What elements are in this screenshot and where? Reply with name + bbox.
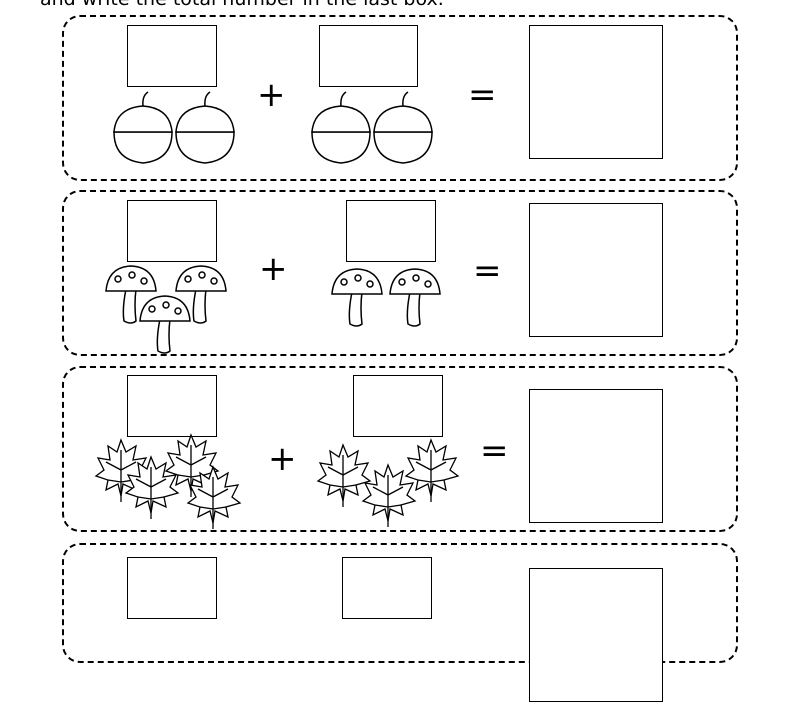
maple-leaf-icon (405, 439, 459, 503)
answer-box-3[interactable] (529, 389, 663, 523)
count-box-right-2[interactable] (346, 200, 436, 262)
answer-box-4[interactable] (529, 568, 663, 702)
acorn-group-left (113, 91, 235, 164)
equals-sign: = (468, 75, 497, 115)
problem-panel-2 (62, 190, 738, 356)
plus-sign: + (268, 439, 297, 479)
acorn-icon (311, 91, 371, 164)
leaf-group-right (317, 439, 459, 528)
plus-sign: + (259, 249, 288, 289)
leaf-group-left (95, 434, 241, 530)
equals-sign: = (473, 251, 502, 291)
acorn-icon (113, 91, 173, 164)
acorn-group-right (311, 91, 433, 164)
count-box-right-1[interactable] (319, 25, 418, 87)
count-box-left-2[interactable] (127, 200, 217, 262)
mushroom-group-left (105, 265, 227, 354)
acorn-icon (175, 91, 235, 164)
maple-leaf-icon (317, 444, 371, 508)
acorn-icon (373, 91, 433, 164)
count-box-left-1[interactable] (127, 25, 217, 87)
instruction-text: and write the total number in the last b… (40, 0, 444, 10)
mushroom-icon (389, 268, 441, 327)
problem-panel-3 (62, 366, 738, 532)
plus-sign: + (257, 75, 286, 115)
count-box-left-3[interactable] (127, 375, 217, 437)
count-box-left-4[interactable] (127, 557, 217, 619)
mushroom-icon (139, 295, 191, 354)
mushroom-icon (331, 268, 383, 327)
answer-box-1[interactable] (529, 25, 663, 159)
problem-panel-1 (62, 15, 738, 181)
mushroom-group-right (331, 268, 441, 327)
count-box-right-3[interactable] (353, 375, 443, 437)
equals-sign: = (480, 431, 509, 471)
count-box-right-4[interactable] (342, 557, 432, 619)
answer-box-2[interactable] (529, 203, 663, 337)
